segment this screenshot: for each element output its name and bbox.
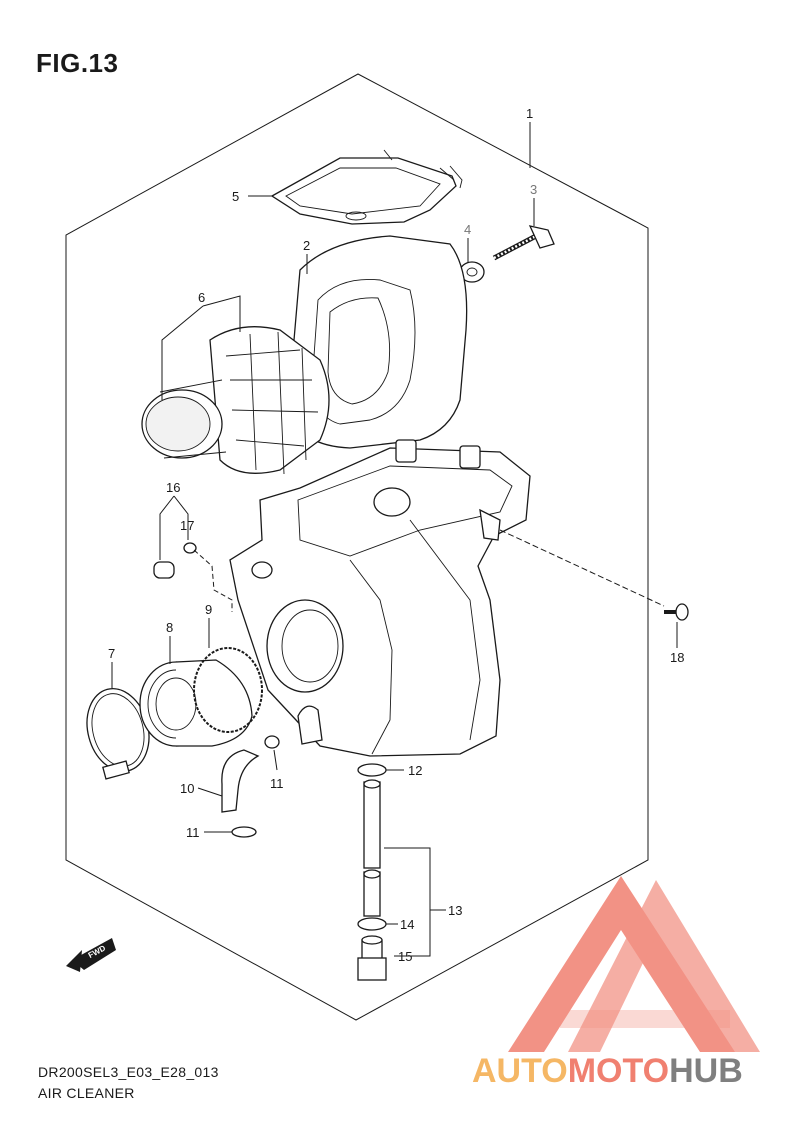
callout-18: 18 xyxy=(670,650,684,665)
callout-12: 12 xyxy=(408,763,422,778)
callout-11-upper: 11 xyxy=(270,776,284,791)
callout-13: 13 xyxy=(448,903,462,918)
watermark-auto: AUTO xyxy=(472,1052,568,1090)
callout-14: 14 xyxy=(400,917,414,932)
leader-lines xyxy=(111,122,678,957)
callout-16: 16 xyxy=(166,480,180,495)
callout-7: 7 xyxy=(108,646,115,661)
callout-2: 2 xyxy=(303,238,310,253)
part-clip-lower xyxy=(231,826,257,838)
section-name: AIR CLEANER xyxy=(38,1085,135,1101)
callout-5: 5 xyxy=(232,189,239,204)
part-drain-clamp-upper xyxy=(357,763,387,777)
part-cover-plate xyxy=(270,149,463,225)
callout-numbers: 1 2 3 4 5 6 7 8 9 10 11 11 12 13 14 15 1… xyxy=(108,106,684,964)
part-check-clip xyxy=(183,542,197,554)
part-drain-plug xyxy=(357,935,387,981)
part-element-cage xyxy=(141,326,330,475)
part-check-plug xyxy=(153,561,175,579)
part-hose-clamp xyxy=(86,688,150,780)
part-clip-upper xyxy=(264,735,280,749)
callout-1: 1 xyxy=(526,106,533,121)
watermark-logo xyxy=(508,876,760,1052)
figure-title: FIG.13 xyxy=(36,48,119,78)
part-air-cleaner-case xyxy=(229,439,531,757)
callout-11-lower: 11 xyxy=(186,825,200,840)
callout-10: 10 xyxy=(180,781,194,796)
part-foam-element xyxy=(287,235,468,449)
watermark-text: AUTOMOTOHUB xyxy=(472,1052,743,1090)
part-o-ring xyxy=(193,647,263,733)
model-code: DR200SEL3_E03_E28_013 xyxy=(38,1064,219,1080)
callout-3: 3 xyxy=(530,182,537,197)
part-screw xyxy=(664,603,689,621)
watermark-hub: HUB xyxy=(669,1052,743,1090)
assembly-outline xyxy=(65,73,649,1021)
part-drain-hose xyxy=(221,749,260,813)
callout-17: 17 xyxy=(180,518,194,533)
callout-6: 6 xyxy=(198,290,205,305)
callout-9: 9 xyxy=(205,602,212,617)
callout-4: 4 xyxy=(464,222,471,237)
callout-8: 8 xyxy=(166,620,173,635)
watermark-moto: MOTO xyxy=(568,1052,669,1090)
part-drain-tube xyxy=(363,779,381,917)
fwd-arrow-badge: FWD xyxy=(66,938,116,972)
part-drain-clamp-lower xyxy=(357,917,387,931)
part-wing-bolt xyxy=(492,225,555,261)
callout-15: 15 xyxy=(398,949,412,964)
